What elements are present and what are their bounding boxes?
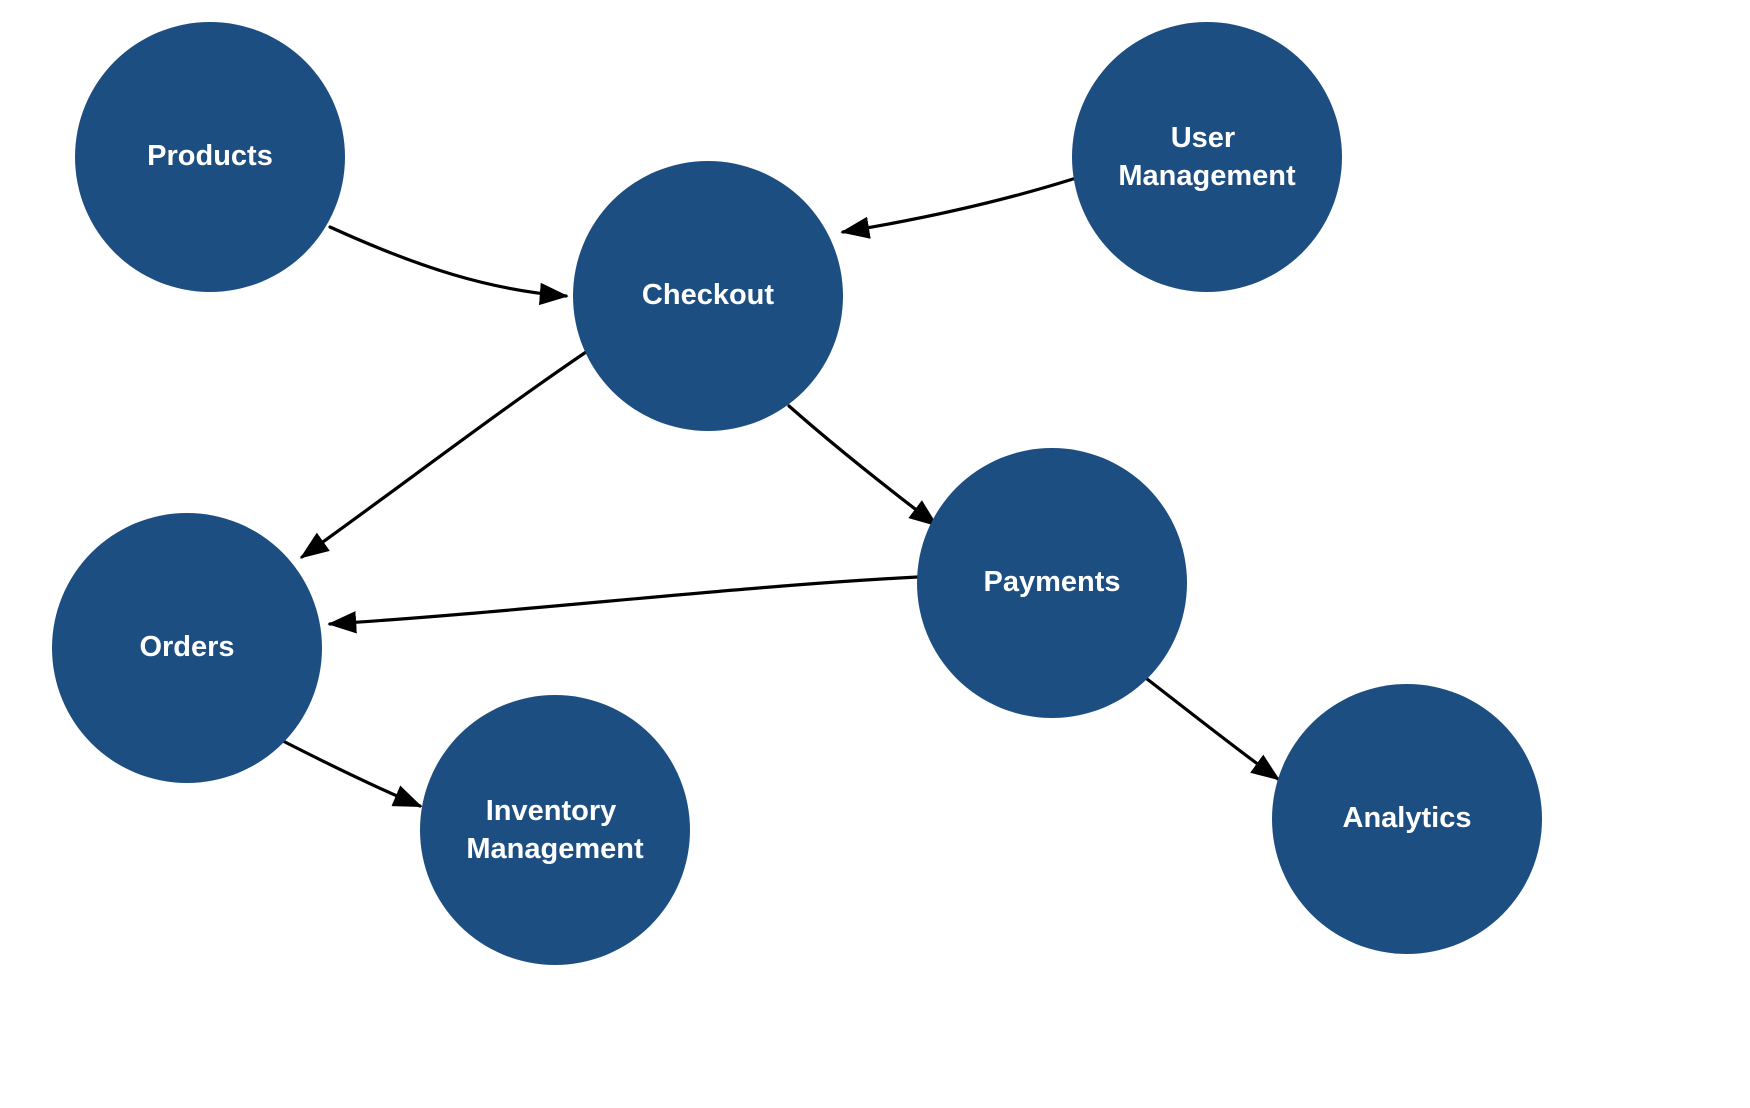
node-user-management-circle[interactable]	[1072, 22, 1342, 292]
node-products-circle[interactable]	[75, 22, 345, 292]
node-analytics-circle[interactable]	[1272, 684, 1542, 954]
edge-payments-to-analytics[interactable]	[1136, 670, 1281, 781]
node-checkout[interactable]: Checkout	[573, 161, 843, 431]
node-inventory-management[interactable]: Inventory Management	[420, 695, 690, 965]
node-analytics[interactable]: Analytics	[1272, 684, 1542, 954]
node-orders-circle[interactable]	[52, 513, 322, 783]
node-checkout-circle[interactable]	[573, 161, 843, 431]
edges-layer	[281, 177, 1281, 808]
edge-payments-to-orders[interactable]	[327, 575, 920, 634]
node-orders[interactable]: Orders	[52, 513, 322, 783]
node-payments-circle[interactable]	[917, 448, 1187, 718]
nodes-layer: Products User Management Checkout	[52, 22, 1542, 965]
node-user-management[interactable]: User Management	[1072, 22, 1342, 292]
edge-checkout-to-payments[interactable]	[787, 404, 939, 527]
edge-checkout-to-orders[interactable]	[299, 346, 594, 559]
node-payments[interactable]: Payments	[917, 448, 1187, 718]
edge-orders-to-inventory-management[interactable]	[281, 739, 423, 808]
node-inventory-management-circle[interactable]	[420, 695, 690, 965]
edge-user-management-to-checkout[interactable]	[840, 177, 1075, 239]
node-products[interactable]: Products	[75, 22, 345, 292]
edge-products-to-checkout[interactable]	[328, 225, 569, 306]
